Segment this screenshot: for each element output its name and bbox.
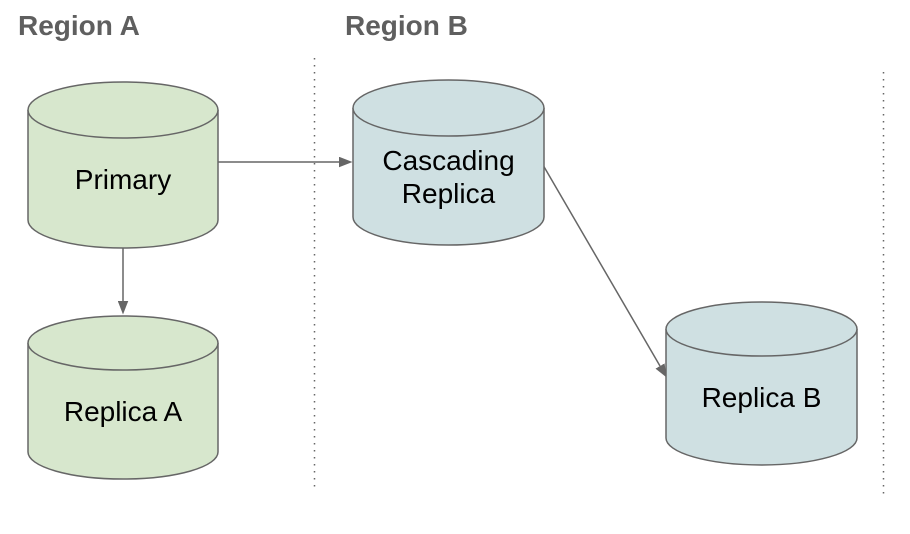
primary-cylinder-top bbox=[27, 81, 219, 139]
cascading-replica-cylinder-body bbox=[352, 108, 545, 246]
cascading-replica-cylinder-top bbox=[352, 79, 545, 137]
replica-a-cylinder-body bbox=[27, 343, 219, 480]
region-b-heading: Region B bbox=[345, 10, 468, 41]
replica-b-cylinder-body bbox=[665, 329, 858, 466]
replica-a-cylinder bbox=[27, 315, 219, 480]
region-a-heading: Region A bbox=[18, 10, 140, 41]
cascading-replica-cylinder bbox=[352, 79, 545, 246]
replica-a-cylinder-top bbox=[27, 315, 219, 371]
arrow-cascading-replica-to-replica-b bbox=[542, 164, 667, 378]
replica-b-cylinder-top bbox=[665, 301, 858, 357]
primary-cylinder bbox=[27, 81, 219, 249]
replica-b-cylinder bbox=[665, 301, 858, 466]
primary-cylinder-body bbox=[27, 110, 219, 249]
